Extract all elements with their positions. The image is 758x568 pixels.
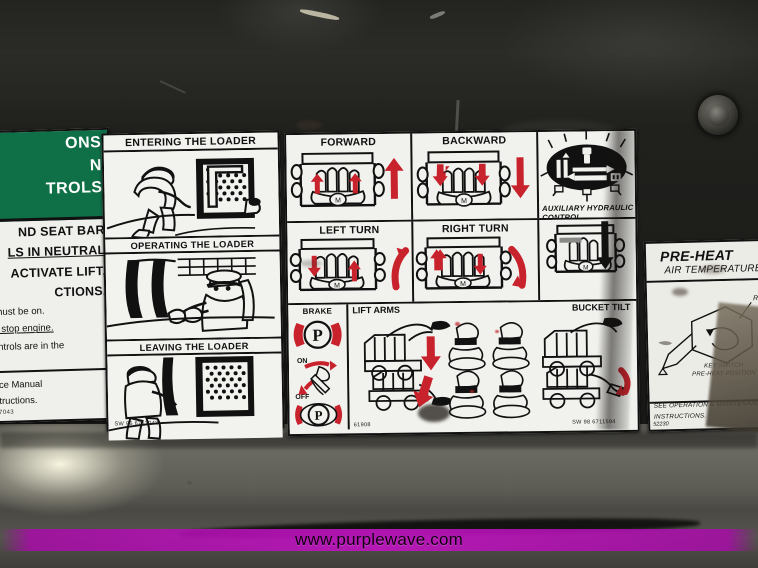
lift-arms-bucket-tilt-diagram xyxy=(348,311,636,422)
paint-speck xyxy=(495,330,499,333)
watermark-text: www.purplewave.com xyxy=(295,530,463,549)
left-turn-lever-diagram: M xyxy=(287,236,413,301)
svg-text:M: M xyxy=(334,282,340,289)
paint-speck xyxy=(455,322,460,326)
control-cell-brake: BRAKE P ON OFF xyxy=(288,304,348,431)
svg-text:P: P xyxy=(312,326,323,345)
loader-decal-part-number: SW 96 6717043 xyxy=(114,420,159,428)
dirt-smudge xyxy=(418,404,450,422)
backward-lever-diagram: M xyxy=(412,147,538,215)
paint-speck xyxy=(470,390,474,393)
panel-title-backward: BACKWARD xyxy=(442,134,507,148)
panel-title-brake: BRAKE xyxy=(302,306,333,316)
decal-green-header: ONS N TROLS xyxy=(0,129,110,224)
hand-controls-decal: FORWARD xyxy=(284,128,640,437)
dirt-smudge xyxy=(296,120,322,130)
dirt-smudge xyxy=(700,265,726,274)
control-cell-right-turn: RIGHT TURN xyxy=(411,220,539,302)
svg-text:M: M xyxy=(335,197,341,204)
dark-metal-panel-top xyxy=(0,0,758,150)
control-cell-forward: FORWARD xyxy=(286,133,412,222)
safety-instructions-decal: ONS N TROLS ND SEAT BAR LS IN NEUTRAL AC… xyxy=(0,127,118,425)
svg-text:M: M xyxy=(461,198,467,205)
control-cell-left-turn: LEFT TURN xyxy=(287,221,413,304)
bolt-head xyxy=(698,95,738,135)
lift-arms-part-number: 61908 xyxy=(353,422,371,429)
right-turn-lever-diagram: M xyxy=(413,235,539,299)
panel-title-left-turn: LEFT TURN xyxy=(319,224,380,237)
svg-text:M: M xyxy=(460,281,466,288)
safety-header-line-1: ONS xyxy=(64,134,102,153)
svg-text:M: M xyxy=(583,264,589,271)
dirt-smudge xyxy=(300,260,322,267)
control-cell-lift-arms-bucket-tilt: LIFT ARMS BUCKET TILT xyxy=(346,300,636,430)
entering-the-loader-illustration xyxy=(103,149,280,238)
svg-text:OFF: OFF xyxy=(295,394,310,401)
dirt-smudge xyxy=(672,288,688,296)
safety-header-line-3: TROLS xyxy=(45,179,103,198)
safety-header-line-2: N xyxy=(89,156,103,174)
operating-the-loader-illustration xyxy=(105,251,281,340)
purplewave-watermark: www.purplewave.com xyxy=(0,529,758,551)
loader-operation-decal: ENTERING THE LOADER xyxy=(101,130,285,441)
svg-text:P: P xyxy=(315,408,323,423)
svg-text:RUN: RUN xyxy=(753,295,758,302)
panel-title-lift-arms: LIFT ARMS xyxy=(352,304,401,316)
panel-title-right-turn: RIGHT TURN xyxy=(441,222,509,236)
brake-symbol-diagram: P ON OFF xyxy=(288,316,348,430)
panel-title-forward: FORWARD xyxy=(320,136,377,149)
svg-text:ON: ON xyxy=(297,358,308,365)
forward-lever-diagram: M xyxy=(286,148,412,217)
leaving-the-loader-illustration xyxy=(107,353,283,441)
preheat-title: PRE-HEAT xyxy=(659,246,734,265)
control-cell-backward: BACKWARD xyxy=(410,132,538,220)
